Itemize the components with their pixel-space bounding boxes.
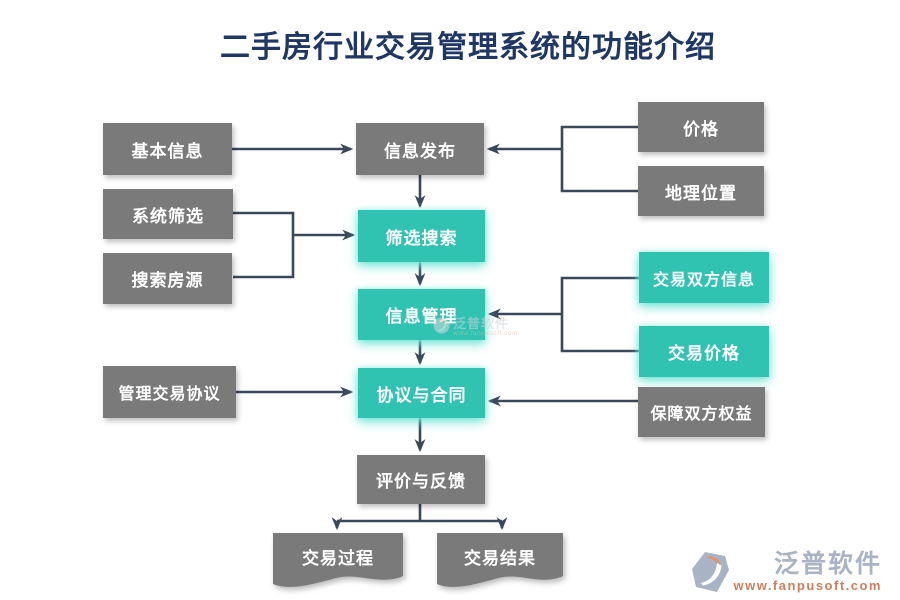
node-protect-rights: 保障双方权益: [638, 387, 765, 437]
node-label: 地理位置: [665, 183, 737, 203]
node-evaluation-feedback: 评价与反馈: [357, 455, 485, 504]
node-label: 交易结果: [464, 549, 536, 568]
node-label: 筛选搜索: [385, 228, 458, 248]
node-label: 基本信息: [131, 141, 204, 161]
node-label: 协议与合同: [376, 385, 467, 405]
document-shape: [437, 533, 563, 587]
node-label: 评价与反馈: [376, 472, 466, 491]
node-search-listings: 搜索房源: [103, 253, 232, 304]
node-manage-agreement: 管理交易协议: [103, 366, 236, 418]
node-agreement-contract: 协议与合同: [358, 368, 485, 418]
node-transaction-result: 交易结果: [437, 533, 563, 591]
node-location: 地理位置: [638, 166, 764, 216]
node-info-manage: 信息管理: [358, 289, 485, 340]
node-label: 交易价格: [668, 344, 740, 363]
node-label: 保障双方权益: [650, 406, 753, 423]
node-transaction-price: 交易价格: [639, 326, 769, 377]
node-label: 信息管理: [385, 307, 458, 326]
node-both-parties-info: 交易双方信息: [639, 252, 769, 303]
node-label: 交易过程: [302, 549, 374, 568]
fanpu-logo: 泛普软件 www.fanpusoft.com: [692, 552, 882, 592]
node-label: 交易双方信息: [652, 271, 755, 289]
logo-brand: 泛普软件: [773, 550, 882, 578]
page-title: 二手房行业交易管理系统的功能介绍: [220, 31, 716, 64]
node-system-filter: 系统筛选: [103, 189, 233, 239]
fanpu-logo-icon: [692, 552, 730, 592]
node-label: 价格: [683, 119, 719, 139]
node-label: 信息发布: [384, 141, 456, 161]
node-info-publish: 信息发布: [356, 123, 484, 175]
node-label: 系统筛选: [132, 206, 204, 226]
node-basic-info: 基本信息: [103, 123, 232, 175]
node-label: 管理交易协议: [118, 386, 221, 403]
document-shape: [273, 533, 403, 587]
node-label: 搜索房源: [131, 271, 204, 290]
node-filter-search: 筛选搜索: [358, 210, 485, 262]
logo-url: www.fanpusoft.com: [733, 578, 882, 593]
node-transaction-process: 交易过程: [273, 533, 403, 591]
node-price: 价格: [638, 102, 764, 152]
